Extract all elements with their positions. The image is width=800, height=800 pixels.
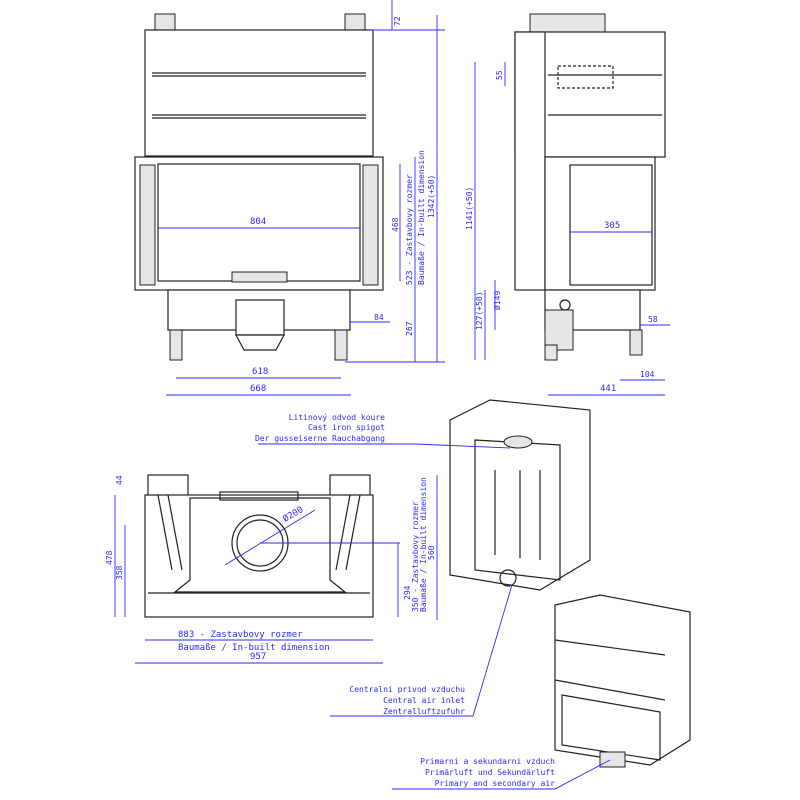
dim-668: 668: [250, 384, 266, 394]
dim-84: 84: [374, 313, 384, 322]
dim-294: 294: [403, 585, 412, 600]
dim-350-label: Baumaße / In-built dimension: [419, 477, 428, 612]
callout-central-air-en: Central air inlet: [383, 696, 465, 705]
dim-804: 804: [250, 217, 266, 227]
callout-central-air-de: Zentralluftzufuhr: [383, 707, 465, 716]
dim-441: 441: [600, 384, 616, 394]
dim-58: 58: [648, 315, 658, 324]
front-view: 72 804 468 523 - Zastavbovy rozmer Bauma…: [134, 0, 445, 396]
dim-478: 478: [105, 550, 114, 565]
dim-523: 523 - Zastavbovy rozmer: [405, 174, 414, 285]
dim-560: 560: [427, 545, 436, 560]
dim-883: 883 - Zastavbovy rozmer: [178, 630, 303, 640]
plan-view: 478 358 44 Ø200 294 350 - Zastavbovy roz…: [105, 474, 438, 664]
dim-149: Ø149: [492, 291, 502, 310]
dim-127: 127(+50): [475, 291, 484, 330]
side-view: 55 1141(+50) 305 127(+50) Ø149 58 104 44…: [465, 13, 670, 396]
dim-468: 468: [391, 217, 400, 232]
handle-left: [154, 13, 176, 33]
callout-spigot-cz: Litinový odvod koure: [289, 413, 386, 422]
callout-primary-air-cz: Primarni a sekundarni vzduch: [420, 757, 555, 766]
dim-104: 104: [640, 370, 655, 379]
dim-55: 55: [495, 70, 504, 80]
dim-883-label: Baumaße / In-built dimension: [178, 643, 330, 653]
handle-right: [344, 13, 366, 33]
dim-618: 618: [252, 367, 268, 377]
callout-primary-air: Primarni a sekundarni vzduch Primärluft …: [392, 757, 611, 790]
dim-1141: 1141(+50): [465, 187, 474, 230]
isometric-rear-view: [449, 399, 591, 591]
callout-spigot-en: Cast iron spigot: [308, 423, 385, 432]
dim-358: 358: [115, 565, 124, 580]
callout-primary-air-de: Primärluft und Sekundärluft: [425, 768, 555, 777]
dim-523-label: Baumaße / In-built dimension: [417, 150, 426, 285]
upper-body: [144, 29, 374, 157]
callout-primary-air-en: Primary and secondary air: [435, 779, 556, 788]
dim-267: 267: [405, 321, 414, 336]
callout-central-air-cz: Centralni privod vzduchu: [349, 685, 465, 694]
callout-central-air: Centralni privod vzduchu Central air inl…: [330, 584, 513, 717]
dim-72: 72: [393, 16, 402, 26]
isometric-front-view: [554, 594, 691, 768]
dim-957: 957: [250, 652, 266, 662]
callout-spigot-de: Der gusseiserne Rauchabgang: [255, 434, 385, 443]
dim-350: 350 - Zastavbovy rozmer: [411, 501, 420, 612]
callout-spigot: Litinový odvod koure Cast iron spigot De…: [255, 413, 511, 449]
dim-44: 44: [115, 475, 124, 485]
dim-305: 305: [604, 221, 620, 231]
dim-1342: 1342(+50): [427, 175, 436, 218]
